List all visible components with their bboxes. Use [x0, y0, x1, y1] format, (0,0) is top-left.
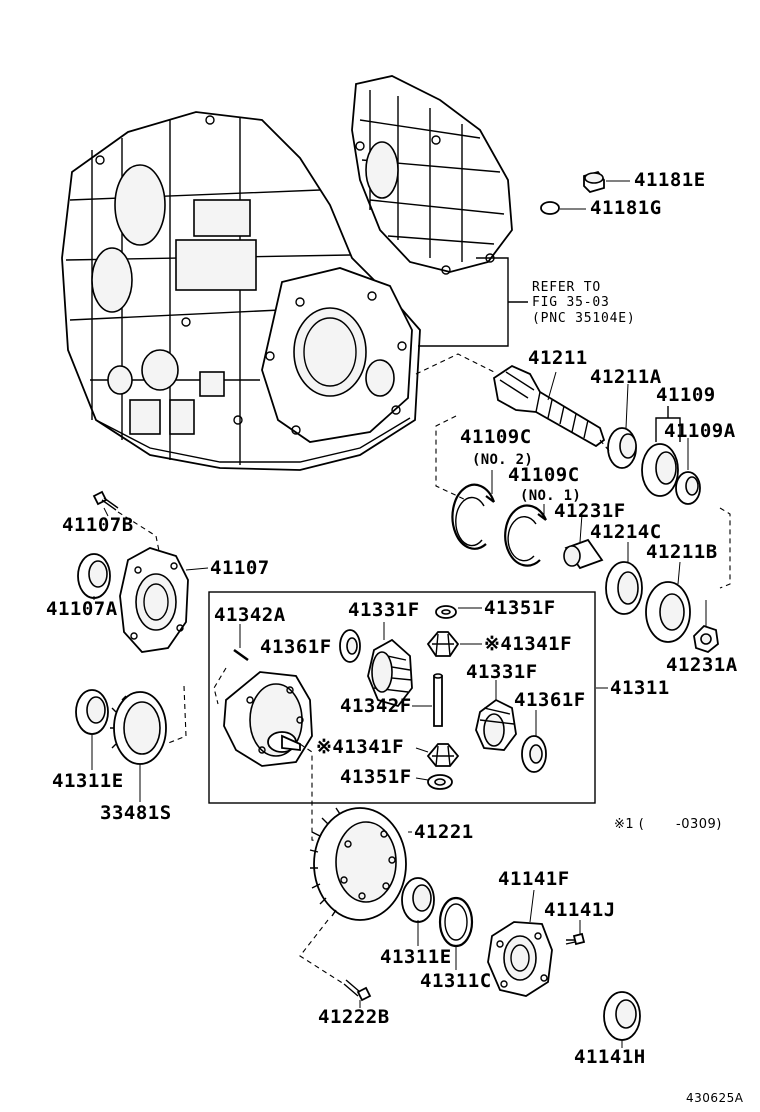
label-41222B: 41222B [318, 1006, 390, 1028]
straight-pin [233, 648, 249, 662]
label-41109: 41109 [656, 384, 716, 406]
shaft-bearing [607, 427, 637, 469]
ring-gear [309, 807, 407, 921]
retainer-bolt [565, 932, 586, 946]
refer-bracket [418, 257, 528, 347]
label-41331F-top: 41331F [348, 599, 420, 621]
drain-plug [583, 170, 605, 194]
label-41181G: 41181G [590, 197, 662, 219]
bearing-retainer [119, 547, 189, 653]
label-41221: 41221 [414, 821, 474, 843]
taper-bearing [605, 561, 643, 615]
label-41311C: 41311C [420, 970, 492, 992]
label-41351F-top: 41351F [484, 597, 556, 619]
refer-line-1: REFER TO [532, 280, 602, 295]
footnote-range: -0309) [676, 817, 722, 832]
seal-ring [438, 896, 474, 948]
label-41231F: 41231F [554, 500, 626, 522]
label-41211B: 41211B [646, 541, 718, 563]
side-oil-seal-left [75, 689, 109, 735]
side-oil-seal-right [401, 877, 435, 923]
differential-box [208, 591, 596, 804]
upper-housing-cover [351, 75, 513, 275]
transaxle-housing [61, 111, 421, 471]
label-41342F: 41342F [340, 695, 412, 717]
label-41311E-left: 41311E [52, 770, 124, 792]
side-gear-left [367, 638, 413, 708]
label-41141F: 41141F [498, 868, 570, 890]
bearing-spacer [563, 538, 604, 570]
pinion-gear-bottom [426, 743, 460, 767]
retainer-oil-seal [603, 991, 641, 1041]
snap-ring-no2 [451, 483, 496, 550]
label-41109A: 41109A [664, 420, 736, 442]
label-41341F-bottom: ※41341F [316, 736, 405, 758]
plug-gasket [540, 201, 560, 215]
label-41211: 41211 [528, 347, 588, 369]
label-41341F-top: ※41341F [484, 633, 573, 655]
label-41361F-right: 41361F [514, 689, 586, 711]
ring-gear-bolt [343, 979, 372, 1002]
refer-line-2: FIG 35-03 [532, 295, 610, 310]
lock-nut [693, 624, 719, 654]
bearing-retainer-right [487, 921, 553, 997]
side-washer-left [339, 629, 361, 663]
label-41214C: 41214C [590, 521, 662, 543]
label-41107B: 41107B [62, 514, 134, 536]
speedometer-gear [110, 691, 167, 765]
label-41311: 41311 [610, 677, 670, 699]
label-41211A: 41211A [590, 366, 662, 388]
label-no1: (NO. 1) [520, 488, 582, 504]
label-41109C-no2: 41109C [460, 426, 532, 448]
side-gear-right [475, 698, 517, 751]
drive-pinion-shaft [493, 364, 606, 448]
label-41107A: 41107A [46, 598, 118, 620]
differential-case [223, 671, 313, 767]
label-41351F-bottom: 41351F [340, 766, 412, 788]
outer-bearing [645, 581, 691, 643]
label-41342A: 41342A [214, 604, 286, 626]
label-41181E: 41181E [634, 169, 706, 191]
label-41141H: 41141H [574, 1046, 646, 1068]
pinion-gear-top [426, 631, 460, 657]
pinion-shaft [433, 675, 443, 727]
case-bolt [92, 490, 119, 511]
retainer-seal [77, 553, 111, 599]
label-41361F-left: 41361F [260, 636, 332, 658]
label-41231A: 41231A [666, 654, 738, 676]
snap-ring-no1 [504, 504, 548, 567]
label-41311E-bottom: 41311E [380, 946, 452, 968]
footnote-mark: ※1 ( [614, 817, 645, 832]
label-33481S: 33481S [100, 802, 172, 824]
label-41141J: 41141J [544, 899, 616, 921]
bearing-set [641, 443, 701, 505]
figure-code: 430625A [686, 1091, 744, 1105]
label-41109C-no1: 41109C [508, 464, 580, 486]
label-41107: 41107 [210, 557, 270, 579]
refer-line-3: (PNC 35104E) [532, 311, 636, 326]
label-41331F-right: 41331F [466, 661, 538, 683]
side-washer-right [521, 735, 547, 773]
label-no2: (NO. 2) [472, 452, 534, 468]
